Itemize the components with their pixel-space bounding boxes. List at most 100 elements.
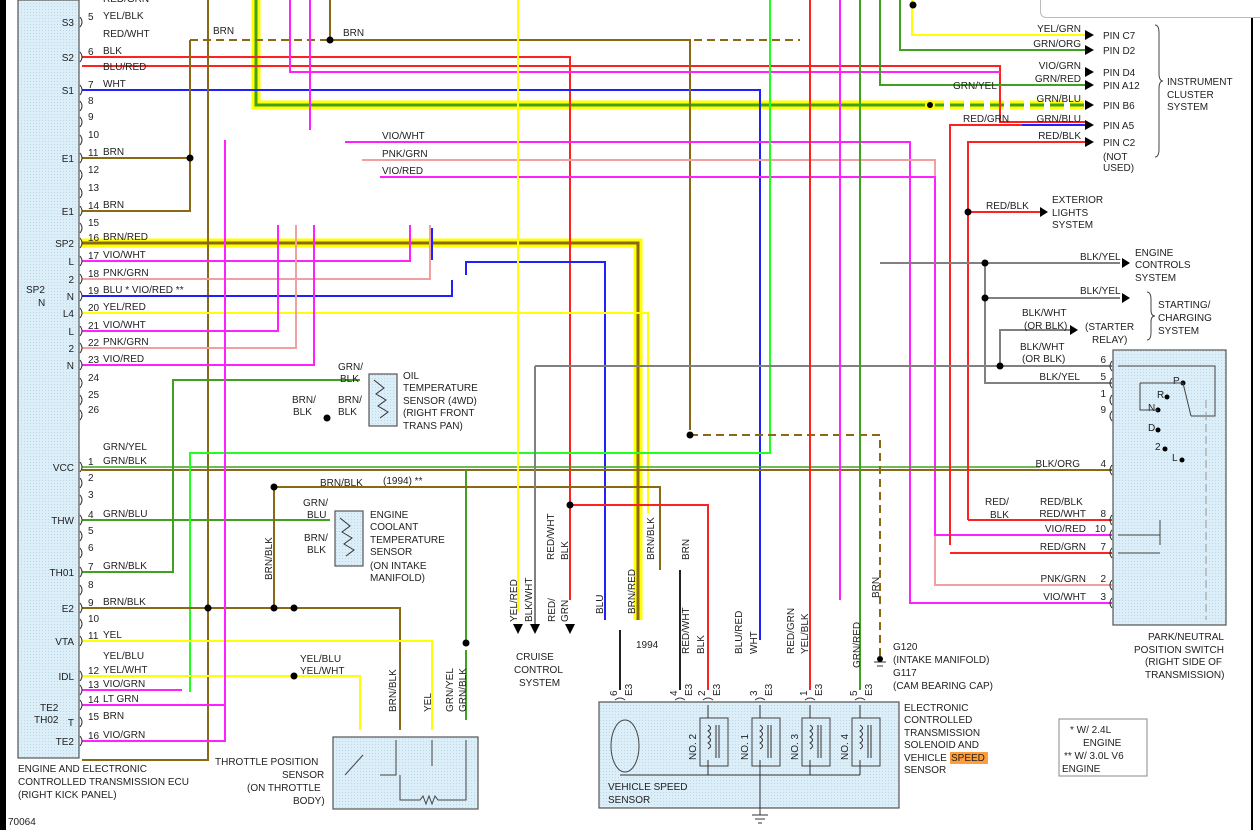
wire-vio-grn-16 (82, 140, 226, 742)
junction-dot (686, 431, 694, 439)
sol-line: TRANSMISSION (904, 728, 980, 739)
relay-wire: (OR BLK) (1024, 321, 1067, 332)
ecu-wire-label: GRN/BLK (103, 456, 147, 467)
junction-dot (927, 102, 933, 108)
ecu-box (17, 0, 80, 759)
pnp-pin-connector-icon (1109, 377, 1113, 389)
pnp-pin-number: 10 (1095, 524, 1107, 535)
junction-dot (323, 414, 331, 422)
vss-pin-connector-icon (804, 697, 816, 701)
coolant-line: MANIFOLD) (370, 573, 425, 584)
ecu-pin-number: 22 (88, 338, 100, 349)
vss-pin-conn: E3 (814, 683, 825, 696)
sol-line: VEHICLE (904, 753, 947, 764)
vss-pin-conn: E3 (684, 683, 695, 696)
ecu-pin-number: 5 (88, 12, 94, 23)
vlabel-brn-2: BRN (871, 577, 882, 598)
junction-dot (909, 1, 917, 9)
ecu-group-label: N (38, 298, 45, 309)
pnp-pin-connector-icon (1109, 547, 1113, 559)
vlabel-red-wht: RED/WHT (546, 513, 557, 560)
pnp-pin-number: 2 (1100, 574, 1106, 585)
search-highlight (950, 752, 988, 764)
ecu-wire-label: YEL/BLK (103, 11, 144, 22)
ecu-terminal-label: L4 (63, 309, 75, 320)
wire-vio-wht-17 (82, 225, 411, 262)
ecu-wire-label: WHT (103, 79, 126, 90)
arrow-down-icon (530, 624, 540, 634)
ecu-pin-number: 14 (88, 695, 100, 706)
pnp-position-label: N (1148, 403, 1155, 414)
pnp-wire-label: VIO/RED (1045, 524, 1086, 535)
wire-yel-blk-s3 (82, 65, 1085, 123)
ecu-pin-number: 16 (88, 731, 100, 742)
arrow-right-icon (1122, 258, 1130, 268)
ecu-wire-label: BRN (103, 147, 124, 158)
junction-dot (326, 36, 334, 44)
vss-pin-conn: E3 (764, 683, 775, 696)
pnp-contact-dot (1164, 394, 1170, 400)
ecu-terminal-label: 2 (68, 275, 74, 286)
oil-temp-sensor-box (368, 373, 398, 427)
wire-yel-vta (82, 640, 433, 730)
ecu-pin-number: 8 (88, 96, 94, 107)
legend-box (1058, 718, 1148, 777)
red-blk-label: BLK (990, 510, 1009, 521)
vlabel-yel-red: YEL/RED (509, 579, 520, 622)
cluster-wire-label: GRN/ORG (1033, 39, 1081, 50)
legend-line: ENGINE (1062, 764, 1101, 775)
ec-line: SYSTEM (1135, 273, 1176, 284)
tps-box (332, 736, 479, 810)
wire-vio-red-pnp10 (380, 176, 1112, 536)
ecu-group-label: TH02 (34, 715, 59, 726)
ecu-wire-label: VIO/GRN (103, 679, 145, 690)
ecu-pin-number: 5 (88, 526, 94, 537)
wire-lt-grn (189, 0, 771, 692)
pnp-position-label: R (1157, 390, 1164, 401)
pin-connector-icon (79, 494, 83, 506)
ecu-pin-number: 21 (88, 321, 100, 332)
label-1994-small: 1994 (636, 640, 659, 651)
wire-brn-ground (690, 434, 881, 660)
start-line: STARTING/ (1158, 300, 1211, 311)
left-border (0, 0, 6, 830)
pnp-pin-connector-icon (1109, 410, 1113, 422)
ecu-terminal-label: N (67, 292, 74, 303)
pnp-contact-dot (1155, 427, 1161, 433)
coil-icon (809, 705, 822, 775)
ecu-pin-number: 8 (88, 580, 94, 591)
ecu-pin-number: 10 (88, 130, 100, 141)
vlabel-red-wht-2: RED/WHT (681, 607, 692, 654)
solenoid-box (851, 717, 881, 767)
vss-pin-number: 1 (799, 690, 810, 696)
label-blk: BLK (340, 374, 359, 385)
ecu-pin-number: 7 (88, 80, 94, 91)
wire-pnk-grn-18 (82, 225, 431, 280)
pin-connector-icon (79, 699, 83, 711)
pin-connector-icon (79, 602, 83, 614)
pin-connector-icon (79, 477, 83, 489)
wire-yel-grn-c7 (911, 0, 1085, 36)
cluster-wire-label: GRN/BLU (1037, 94, 1081, 105)
wire-red-grn-a5 (949, 124, 1022, 545)
vss-pin-connector-icon (702, 697, 714, 701)
pnp-pin-connector-icon (1109, 514, 1113, 526)
ext-line: LIGHTS (1052, 208, 1088, 219)
arrow-down-icon (565, 624, 575, 634)
label-blu: BLU (307, 510, 326, 521)
wire-red-wht-s2 (82, 56, 571, 600)
ecu-pin-number: 16 (88, 233, 100, 244)
legend-line: * W/ 2.4L (1070, 725, 1112, 736)
ground-line: (CAM BEARING CAP) (893, 681, 993, 692)
coil-icon (759, 705, 772, 775)
pnp-title-line: TRANSMISSION) (1145, 670, 1224, 681)
ecu-pins: 5S3YEL/BLKRED/GRN6S2BLKRED/WHT7S1WHTBLU/… (26, 0, 184, 748)
ecu-wire-label: YEL/WHT (103, 665, 147, 676)
label-grn-yel: GRN/YEL (953, 81, 997, 92)
pin-connector-icon (79, 51, 83, 63)
label-vio-red: VIO/RED (382, 166, 423, 177)
vss-pin-conn: E3 (712, 683, 723, 696)
label-grn: GRN/ (338, 362, 363, 373)
vss-pin-number: 5 (849, 690, 860, 696)
